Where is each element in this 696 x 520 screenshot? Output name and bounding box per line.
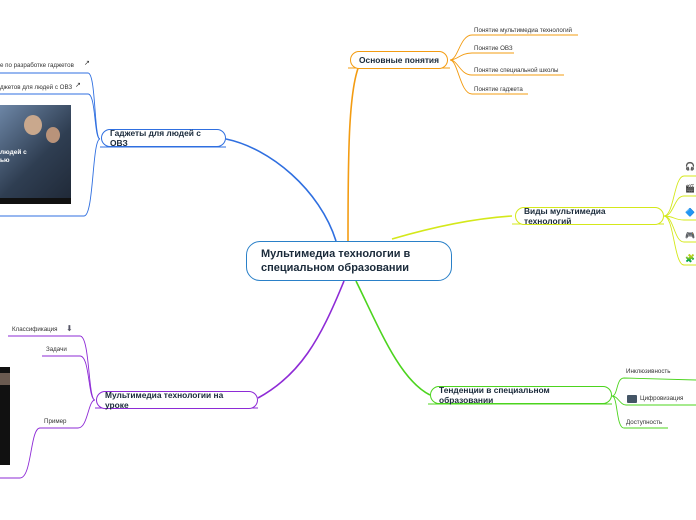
connector-lesson [257,280,345,399]
subtopic-classification[interactable]: Классификация [12,326,58,333]
arrow-down-icon[interactable]: ⬇ [66,324,73,333]
subtopic-digitalization[interactable]: Цифровизация [640,395,684,402]
connector-types [391,215,513,240]
subtopic-multimedia-concept[interactable]: Понятие мультимедиа технологий [474,27,572,34]
connector-types-icon-3 [663,215,696,221]
connector-basic-leaf-2 [449,52,514,61]
connector-lesson-leaf-3 [40,399,96,429]
subtopic-gadget-concept[interactable]: Понятие гаджета [474,86,523,93]
photo-bottom-bar [0,198,71,204]
topic-multimedia-types[interactable]: Виды мультимедиа технологий [515,206,664,226]
connector-lesson-leaf-2 [42,355,96,401]
subtopic-tasks[interactable]: Задачи [46,346,67,353]
external-link-icon[interactable]: ↗ [75,82,81,89]
photo-caption: людей с ью [0,149,27,165]
external-link-icon[interactable]: ↗ [84,60,90,67]
connector-trends-leaf-2 [611,395,696,406]
puzzle-icon[interactable]: 🧩 [685,254,695,263]
topic-basic-concepts-label: Основные понятия [359,55,439,65]
photo-person-1 [24,115,42,135]
central-topic[interactable]: Мультимедиа технологии в специальном обр… [246,241,452,281]
link-gadgets-for-ovz[interactable]: джетов для людей с ОВЗ [0,84,73,91]
subtopic-ovz-concept[interactable]: Понятие ОВЗ [474,45,513,52]
connector-basic [347,59,363,242]
photo-person-2 [46,127,60,143]
connector-types-icon-1 [663,175,696,217]
subtopic-accessibility[interactable]: Доступность [626,419,663,426]
connector-types-icon-2 [663,195,696,217]
central-topic-line-1: Мультимедиа технологии в [261,248,411,260]
subtopic-special-school-concept[interactable]: Понятие специальной школы [474,67,559,74]
gamepad-icon[interactable]: 🎮 [685,231,695,240]
connector-types-icon-5 [663,215,696,266]
topic-lesson-label: Мультимедиа технологии на уроке [105,390,224,410]
topic-gadgets[interactable]: Гаджеты для людей с ОВЗ [101,128,226,148]
topic-trends[interactable]: Тенденции в специальном образовании [430,385,612,405]
connector-gadgets [225,138,337,242]
connector-gadgets-link-2 [0,93,101,140]
subtopic-example[interactable]: Пример [44,418,67,425]
connector-gadgets-photo [0,138,101,217]
video-highlight [0,373,10,385]
connector-basic-leaf-1 [449,34,578,61]
headphones-icon[interactable]: 🎧 [685,162,695,171]
topic-basic-concepts[interactable]: Основные понятия [350,51,448,69]
link-gadget-development[interactable]: е по разработке гаджетов [0,62,74,69]
subtopic-inclusivity[interactable]: Инклюзивность [626,368,671,375]
lesson-video-thumbnail[interactable] [0,367,10,465]
connector-basic-leaf-4 [449,59,528,95]
color-cubes-icon[interactable]: 🔷 [685,208,695,217]
central-topic-text: Мультимедиа технологии в специальном обр… [261,247,410,275]
topic-multimedia-types-label: Виды мультимедиа технологий [524,206,606,226]
connector-trends [355,280,431,396]
clapperboard-icon[interactable]: 🎬 [685,184,695,193]
connector-lesson-video [0,427,41,479]
topic-gadgets-label: Гаджеты для людей с ОВЗ [110,128,201,148]
photo-caption-line-1: людей с [0,149,27,156]
connector-trends-leaf-3 [611,395,668,429]
connector-trends-leaf-1 [611,377,696,397]
central-topic-line-2: специальном образовании [261,262,409,274]
photo-caption-line-2: ью [0,157,10,164]
monitor-icon [627,395,637,403]
topic-trends-label: Тенденции в специальном образовании [439,385,550,405]
gadgets-photo[interactable]: людей с ью [0,105,71,204]
topic-lesson[interactable]: Мультимедиа технологии на уроке [96,390,258,410]
